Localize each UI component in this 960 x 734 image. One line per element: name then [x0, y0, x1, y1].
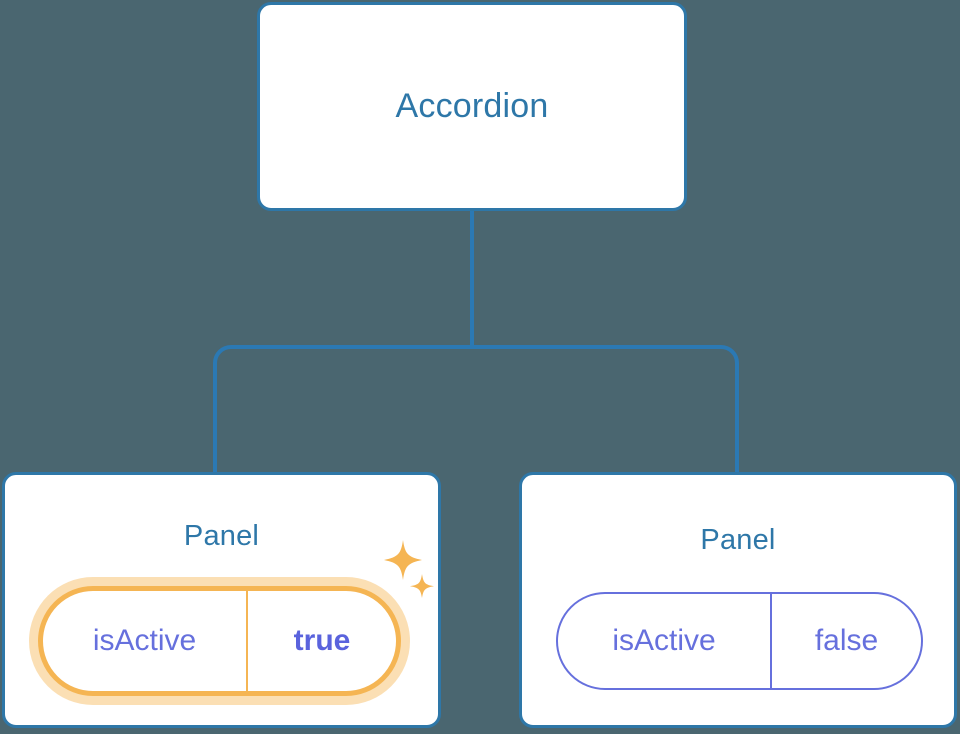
- node-title-accordion: Accordion: [395, 87, 549, 125]
- connector-branch-left: [213, 345, 472, 472]
- prop-pill-container-inactive: isActive false: [556, 592, 923, 690]
- node-title-panel-inactive: Panel: [700, 524, 776, 556]
- prop-pill-key: isActive: [558, 594, 772, 688]
- node-card-accordion[interactable]: Accordion: [257, 2, 687, 211]
- connector-branch-right: [472, 345, 739, 472]
- node-title-panel-active: Panel: [183, 520, 260, 552]
- prop-pill-value: true: [293, 624, 351, 657]
- prop-pill-highlight-ring: isActive true: [29, 577, 410, 705]
- prop-pill-isactive-true[interactable]: isActive true: [38, 586, 401, 696]
- prop-pill-isactive-false[interactable]: isActive false: [556, 592, 923, 690]
- prop-pill-value: false: [814, 624, 879, 657]
- prop-pill-key: isActive: [43, 591, 248, 691]
